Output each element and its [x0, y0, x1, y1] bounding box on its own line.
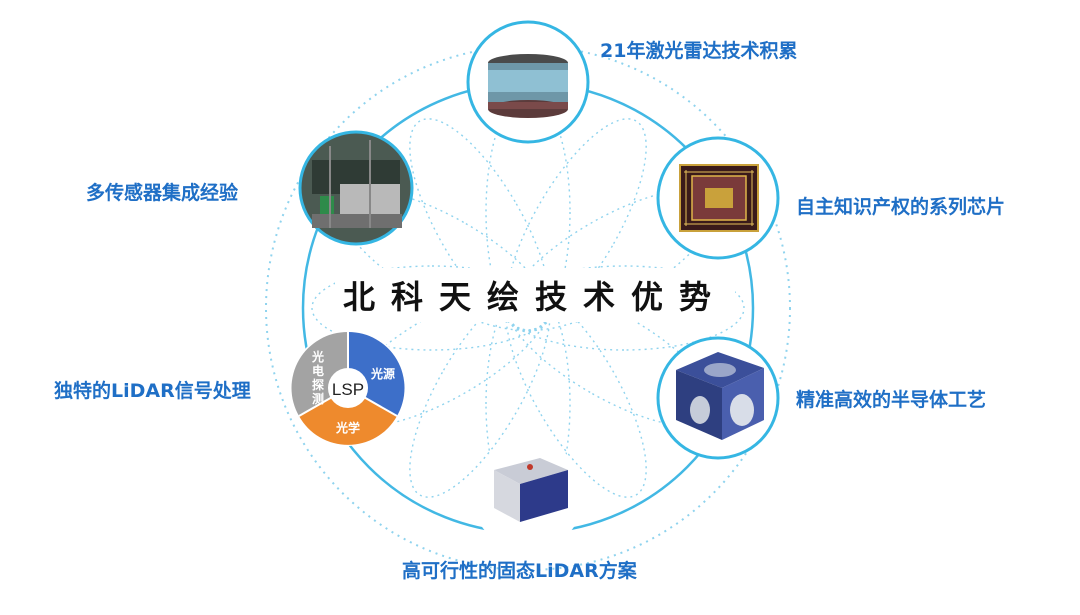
outer-dotted-ring — [265, 45, 791, 571]
vehicle-sensor-icon — [312, 140, 402, 228]
lidar-sensor-icon — [488, 54, 568, 118]
node-semiconductor-module — [656, 336, 780, 460]
center-title: 北科天绘技术优势 — [335, 268, 735, 322]
semiconductor-module-icon — [676, 352, 764, 440]
node-label-signal-processing: 独特的LiDAR信号处理 — [54, 380, 251, 402]
lsp-optics-label: 光学 — [335, 420, 360, 435]
node-solid-state-lidar — [472, 439, 584, 551]
node-label-multi-sensor: 多传感器集成经验 — [86, 182, 239, 204]
chip-icon — [679, 164, 759, 232]
node-lsp-pie: LSP 光源 光学 — [290, 330, 406, 446]
lsp-light-source-label: 光源 — [370, 366, 395, 381]
node-chip — [656, 136, 780, 260]
lsp-center-circle — [328, 368, 368, 408]
lsp-photodetection-label: 光电探测 — [311, 350, 324, 406]
lsp-center-label: LSP — [332, 380, 364, 399]
node-label-chips: 自主知识产权的系列芯片 — [796, 196, 1006, 218]
node-label-semiconductor: 精准高效的半导体工艺 — [796, 389, 987, 411]
node-label-solid-state: 高可行性的固态LiDAR方案 — [402, 560, 637, 582]
node-vehicle-sensor — [298, 130, 414, 246]
solid-state-lidar-icon — [494, 458, 568, 522]
node-label-lidar-experience: 21年激光雷达技术积累 — [600, 40, 798, 62]
node-lidar-sensor — [466, 20, 590, 144]
